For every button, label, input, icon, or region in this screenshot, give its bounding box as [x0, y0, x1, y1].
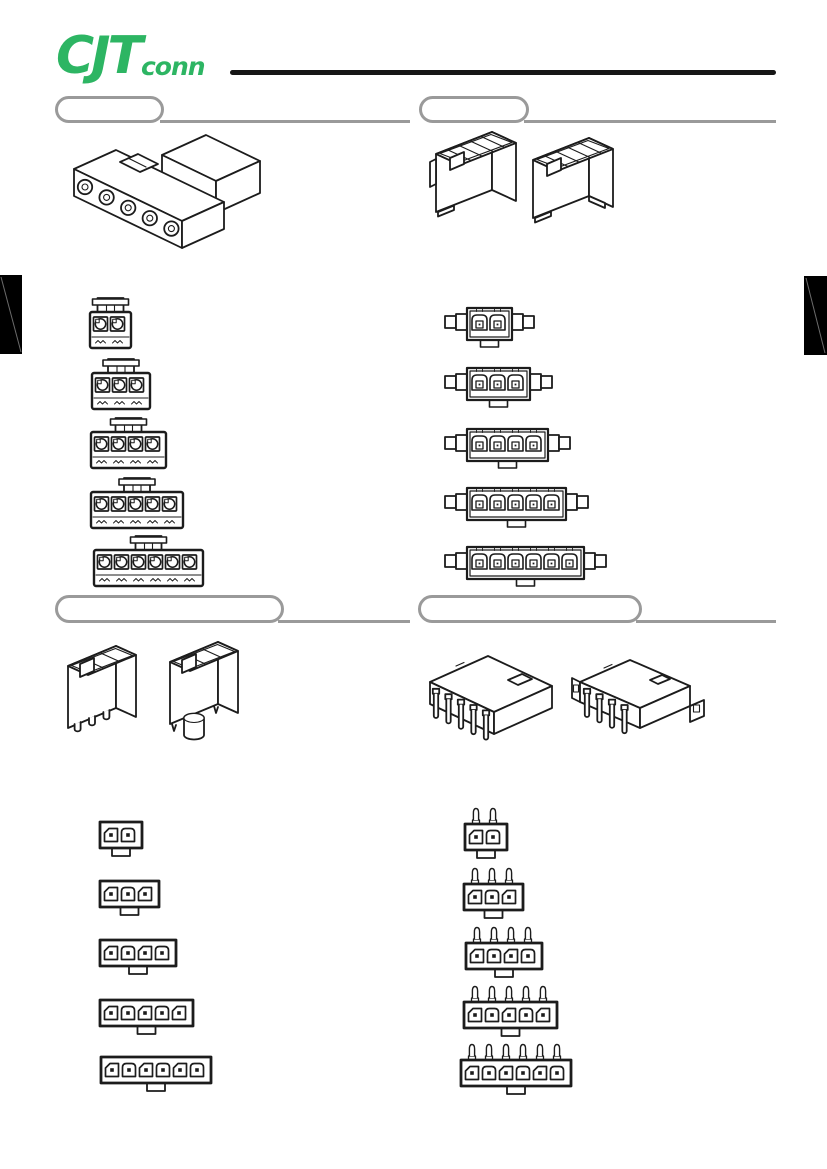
- edge-tab-left: [0, 275, 22, 354]
- right-angle-headers-4pos-front-view: [464, 926, 544, 985]
- header-rule: [230, 70, 776, 75]
- receptacle-housings-4pos-front-view: [89, 416, 168, 474]
- iso-view-two-plug-housings: [429, 131, 614, 224]
- vertical-headers-6pos-front-view: [99, 1055, 213, 1099]
- edge-tab-right: [804, 276, 827, 355]
- logo-text-sub: conn: [140, 52, 206, 81]
- plug-housings-2pos-front-view: [444, 306, 537, 354]
- receptacle-housings-6pos-front-view: [92, 534, 205, 592]
- iso-view-two-vertical-headers: [67, 641, 239, 741]
- right-angle-headers-2pos-front-view: [463, 807, 509, 866]
- right-angle-headers-6pos-front-view: [459, 1043, 573, 1102]
- plug-housings-6pos-front-view: [444, 545, 609, 593]
- iso-view-receptacle-with-plug: [73, 134, 261, 249]
- vertical-headers-4pos-front-view: [98, 938, 178, 982]
- section-header-bottom-left: [55, 595, 410, 623]
- plug-housings-5pos-front-view: [444, 486, 591, 534]
- section-header-bottom-right: [418, 595, 776, 623]
- plug-housings-3pos-front-view: [444, 366, 555, 414]
- iso-view-two-right-angle-headers: [429, 655, 705, 741]
- section-header-top-left: [55, 96, 410, 123]
- logo-text-main: CJT: [56, 26, 143, 86]
- vertical-headers-2pos-front-view: [98, 820, 144, 864]
- receptacle-housings-3pos-front-view: [90, 357, 152, 415]
- section-header-top-right: [419, 96, 776, 123]
- right-angle-headers-5pos-front-view: [462, 985, 559, 1044]
- vertical-headers-3pos-front-view: [98, 879, 161, 923]
- receptacle-housings-2pos-front-view: [88, 296, 133, 354]
- right-angle-headers-3pos-front-view: [462, 867, 525, 926]
- receptacle-housings-5pos-front-view: [89, 476, 185, 534]
- plug-housings-4pos-front-view: [444, 427, 573, 475]
- vertical-headers-5pos-front-view: [98, 998, 195, 1042]
